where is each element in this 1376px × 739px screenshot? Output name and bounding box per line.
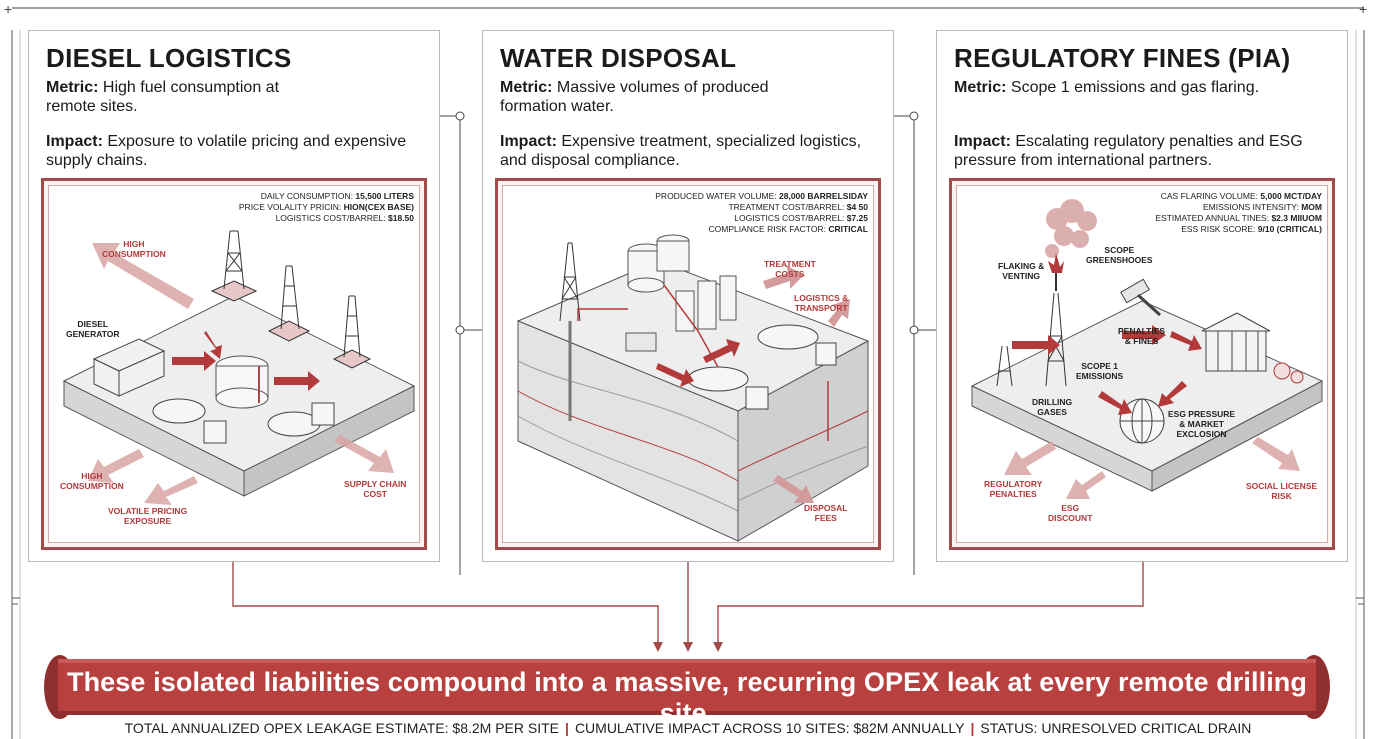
card-regulatory-fines: REGULATORY FINES (PIA) Metric: Scope 1 e…: [936, 30, 1348, 562]
illustration-panel: PRODUCED WATER VOLUME: 28,000 BARRELSIDA…: [495, 178, 881, 550]
impact-text: Impact: Escalating regulatory penalties …: [954, 133, 1303, 169]
card-title: WATER DISPOSAL: [500, 43, 737, 73]
footer-item-status: STATUS: UNRESOLVED CRITICAL DRAIN: [980, 720, 1252, 736]
card-title: REGULATORY FINES (PIA): [954, 43, 1291, 73]
metric-text: Metric: High fuel consumption at remote …: [46, 79, 280, 115]
card-water-disposal: WATER DISPOSAL Metric: Massive volumes o…: [482, 30, 894, 562]
footer-summary: TOTAL ANNUALIZED OPEX LEAKAGE ESTIMATE: …: [0, 720, 1376, 736]
label-disposal-fees: DISPOSAL FEES: [804, 503, 848, 523]
summary-banner: These isolated liabilities compound into…: [42, 655, 1332, 728]
label-drilling-gases: DRILLING GASES: [1032, 397, 1073, 417]
label-scope1-emissions: SCOPE 1 EMISSIONS: [1076, 361, 1124, 381]
label-volatile-pricing: VOLATILE PRICING EXPOSURE: [108, 506, 188, 526]
stats-block: PRODUCED WATER VOLUME: 28,000 BARRELSIDA…: [655, 191, 868, 234]
footer-item-cumulative: CUMULATIVE IMPACT ACROSS 10 SITES: $82M …: [574, 720, 965, 736]
card-title: DIESEL LOGISTICS: [46, 43, 292, 73]
footer-separator: |: [565, 720, 569, 736]
banner-text: These isolated liabilities compound into…: [67, 667, 1307, 728]
impact-text: Impact: Expensive treatment, specialized…: [500, 133, 862, 169]
label-high-consumption-top: HIGH CONSUMPTION: [102, 239, 166, 259]
label-logistics-transport: LOGISTICS & TRANSPORT: [794, 293, 849, 313]
label-high-consumption-bottom: HIGH CONSUMPTION: [60, 471, 124, 491]
diesel-illustration: [62, 230, 416, 505]
impact-text: Impact: Exposure to volatile pricing and…: [46, 133, 407, 169]
label-esg-pressure: ESG PRESSURE & MARKET EXCLOSION: [1168, 409, 1236, 439]
card-diesel-logistics: DIESEL LOGISTICS Metric: High fuel consu…: [28, 30, 440, 562]
banner-shape: [44, 655, 1330, 719]
label-social-license: SOCIAL LICENSE RISK: [1246, 481, 1318, 501]
label-diesel-generator: DIESEL GENERATOR: [66, 319, 120, 339]
illustration-panel: CAS FLARING VOLUME: 5,000 MCT/DAY EMISSI…: [949, 178, 1335, 550]
metric-text: Metric: Massive volumes of produced form…: [500, 79, 769, 115]
stats-block: DAILY CONSUMPTION: 15,500 LITERS PRICE V…: [238, 191, 414, 223]
label-flaking-venting: FLAKING & VENTING: [998, 261, 1045, 281]
water-illustration: [516, 234, 870, 542]
illustration-panel: DAILY CONSUMPTION: 15,500 LITERS PRICE V…: [41, 178, 427, 550]
stats-block: CAS FLARING VOLUME: 5,000 MCT/DAY EMISSI…: [1155, 191, 1322, 234]
label-esg-discount: ESG DISCOUNT: [1048, 503, 1093, 523]
label-treatment-costs: TREATMENT COSTS: [764, 259, 816, 279]
label-supply-chain: SUPPLY CHAIN COST: [344, 479, 407, 499]
label-regulatory-penalties: REGULATORY PENALTIES: [984, 479, 1043, 499]
label-scope-greenshoes: SCOPE GREENSHOOES: [1086, 245, 1153, 265]
footer-separator: |: [970, 720, 975, 736]
svg-text:+: +: [1359, 1, 1367, 17]
metric-text: Metric: Scope 1 emissions and gas flarin…: [954, 79, 1260, 96]
svg-text:+: +: [4, 1, 12, 17]
label-penalties-fines: PENALTIES & FINES: [1118, 326, 1166, 346]
footer-item-total: TOTAL ANNUALIZED OPEX LEAKAGE ESTIMATE: …: [124, 720, 560, 736]
regulatory-illustration: [970, 199, 1324, 499]
